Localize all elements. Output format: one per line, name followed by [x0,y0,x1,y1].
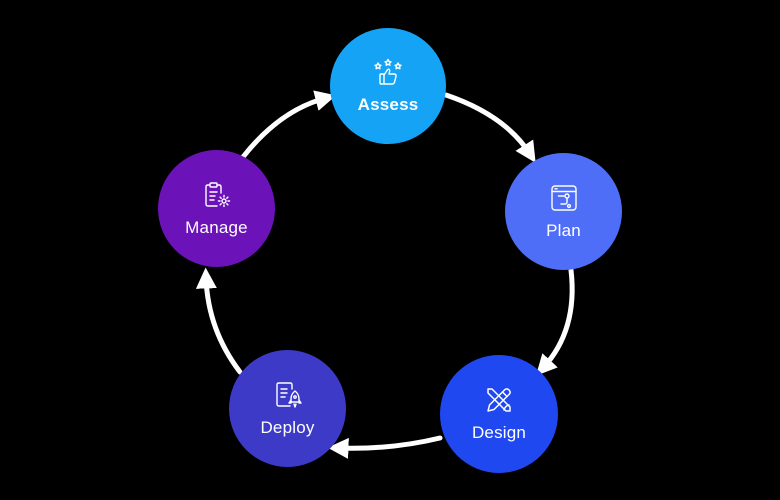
stage-plan: Plan [505,153,622,270]
arrow-deploy-to-manage [195,267,243,375]
stage-label-deploy: Deploy [260,417,315,437]
stage-manage: Manage [158,150,275,267]
pencil-brush-icon [487,388,511,412]
stage-label-manage: Manage [185,217,248,237]
arrow-assess-to-plan [443,92,536,163]
stage-design: Design [440,355,558,473]
stage-label-design: Design [471,423,527,442]
arrow-design-to-deploy [327,435,443,459]
stage-label-plan: Plan [546,220,581,240]
stage-label-assess: Assess [357,95,419,114]
stage-assess: Assess [330,28,446,144]
document-rocket-icon [275,381,302,408]
clipboard-gear-icon [204,181,230,207]
arrow-manage-to-assess [240,90,337,160]
stage-deploy: Deploy [229,350,346,467]
arrow-plan-to-design [535,267,575,376]
browser-plan-icon [550,184,577,211]
thumbs-up-stars-icon [374,58,402,85]
